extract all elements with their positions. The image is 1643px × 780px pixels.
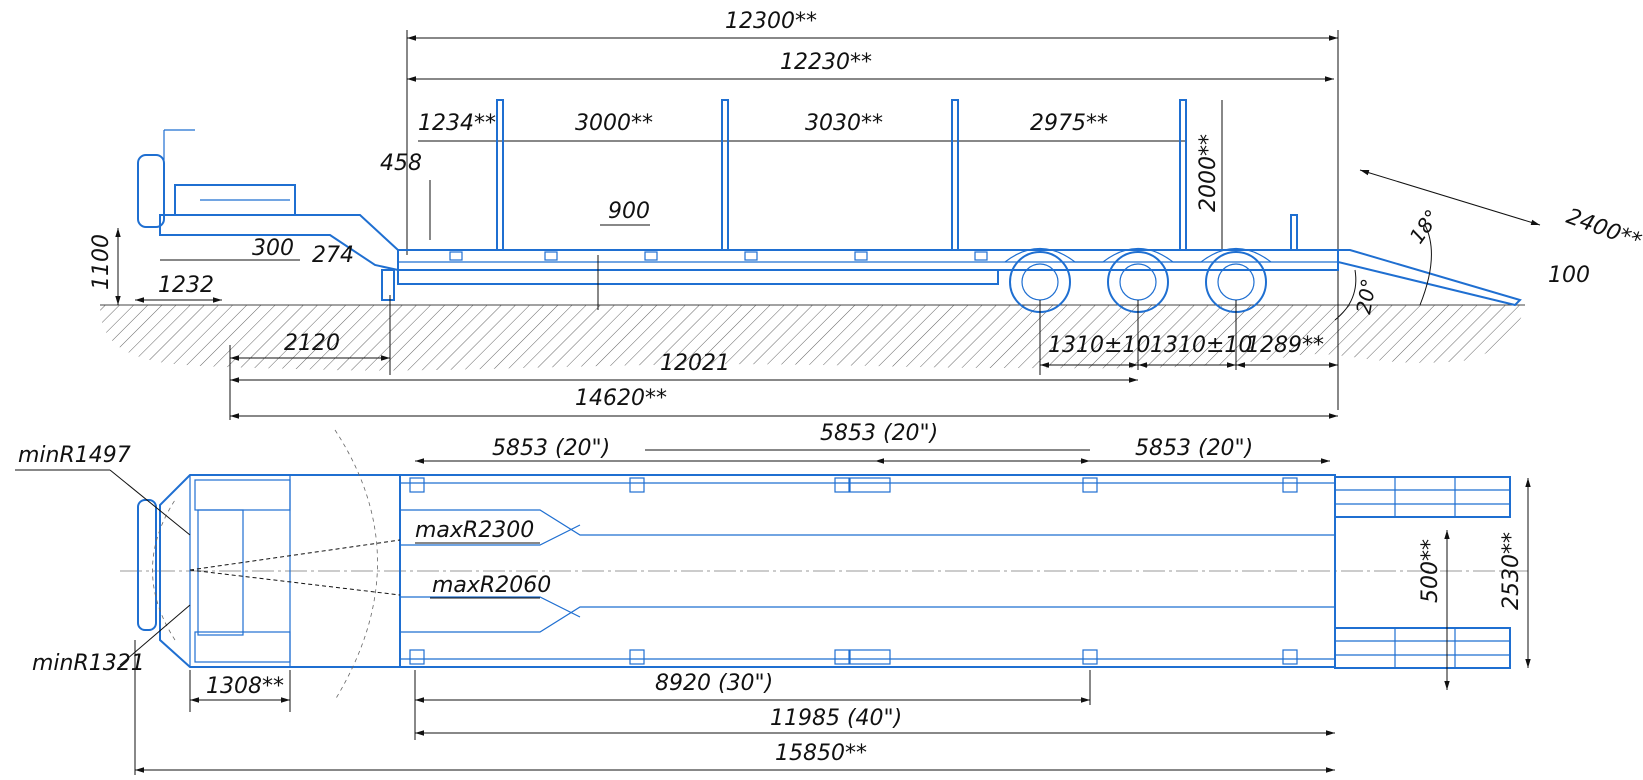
overall-width: 2530** (1499, 532, 1524, 610)
top-view: 5853 (20") 5853 (20") 5853 (20") (15, 421, 1531, 775)
gooseneck-width-dim: 1308** (206, 674, 284, 699)
front-overhang: 1232 (158, 273, 214, 298)
container-spacing-1: 5853 (20") (492, 436, 610, 461)
turn-radius-min-rear: minR1321 (32, 651, 145, 676)
stake-spacing-3: 3030** (805, 111, 883, 136)
container-spacing-3: 5853 (20") (1135, 436, 1253, 461)
turn-radius-max-1: maxR2300 (415, 518, 534, 543)
container-40ft: 11985 (40") (770, 706, 902, 731)
stake-spacing-4: 2975** (1030, 111, 1108, 136)
coupling-height: 1100 (89, 234, 114, 290)
stake-height: 2000** (1196, 134, 1221, 212)
ramps-top (1334, 476, 1511, 669)
wheelbase: 12021 (660, 351, 730, 376)
deck-top (399, 474, 1336, 668)
overall-length: 15850** (775, 741, 867, 766)
ground-hatch (100, 305, 1525, 371)
side-view: 12300** 12230** 1234** 3000** 3030** 297… (89, 9, 1643, 420)
axle-spacing-1: 1310±10 (1048, 333, 1150, 358)
ramp-lift: 100 (1548, 263, 1590, 288)
stake-spacing-2: 3000** (575, 111, 653, 136)
ramp-gap: 500** (1418, 539, 1443, 603)
container-30ft: 8920 (30") (655, 671, 773, 696)
gooseneck-dim: 458 (380, 151, 422, 176)
deck-height: 900 (608, 199, 650, 224)
ramp-angle: 18° (1404, 205, 1444, 248)
king-pin-offset: 300 (252, 236, 294, 261)
axle-spacing-2: 1310±10 (1150, 333, 1252, 358)
gooseneck-height: 274 (312, 243, 354, 268)
twist-locks (409, 477, 1298, 665)
rear-overhang: 1289** (1246, 333, 1324, 358)
ramp-length: 2400** (1563, 204, 1643, 254)
total-length: 14620** (575, 386, 667, 411)
support-leg-dist: 2120 (284, 331, 340, 356)
turn-radius-min-front: minR1497 (18, 443, 131, 468)
deck-length: 12230** (780, 50, 872, 75)
container-spacing-2: 5853 (20") (820, 421, 938, 446)
ramp-side (1337, 249, 1522, 307)
overall-length-top: 12300** (725, 9, 817, 34)
trailer-frame-side (137, 129, 1339, 301)
stake-spacing-1: 1234** (418, 111, 496, 136)
turn-radius-max-2: maxR2060 (432, 573, 551, 598)
